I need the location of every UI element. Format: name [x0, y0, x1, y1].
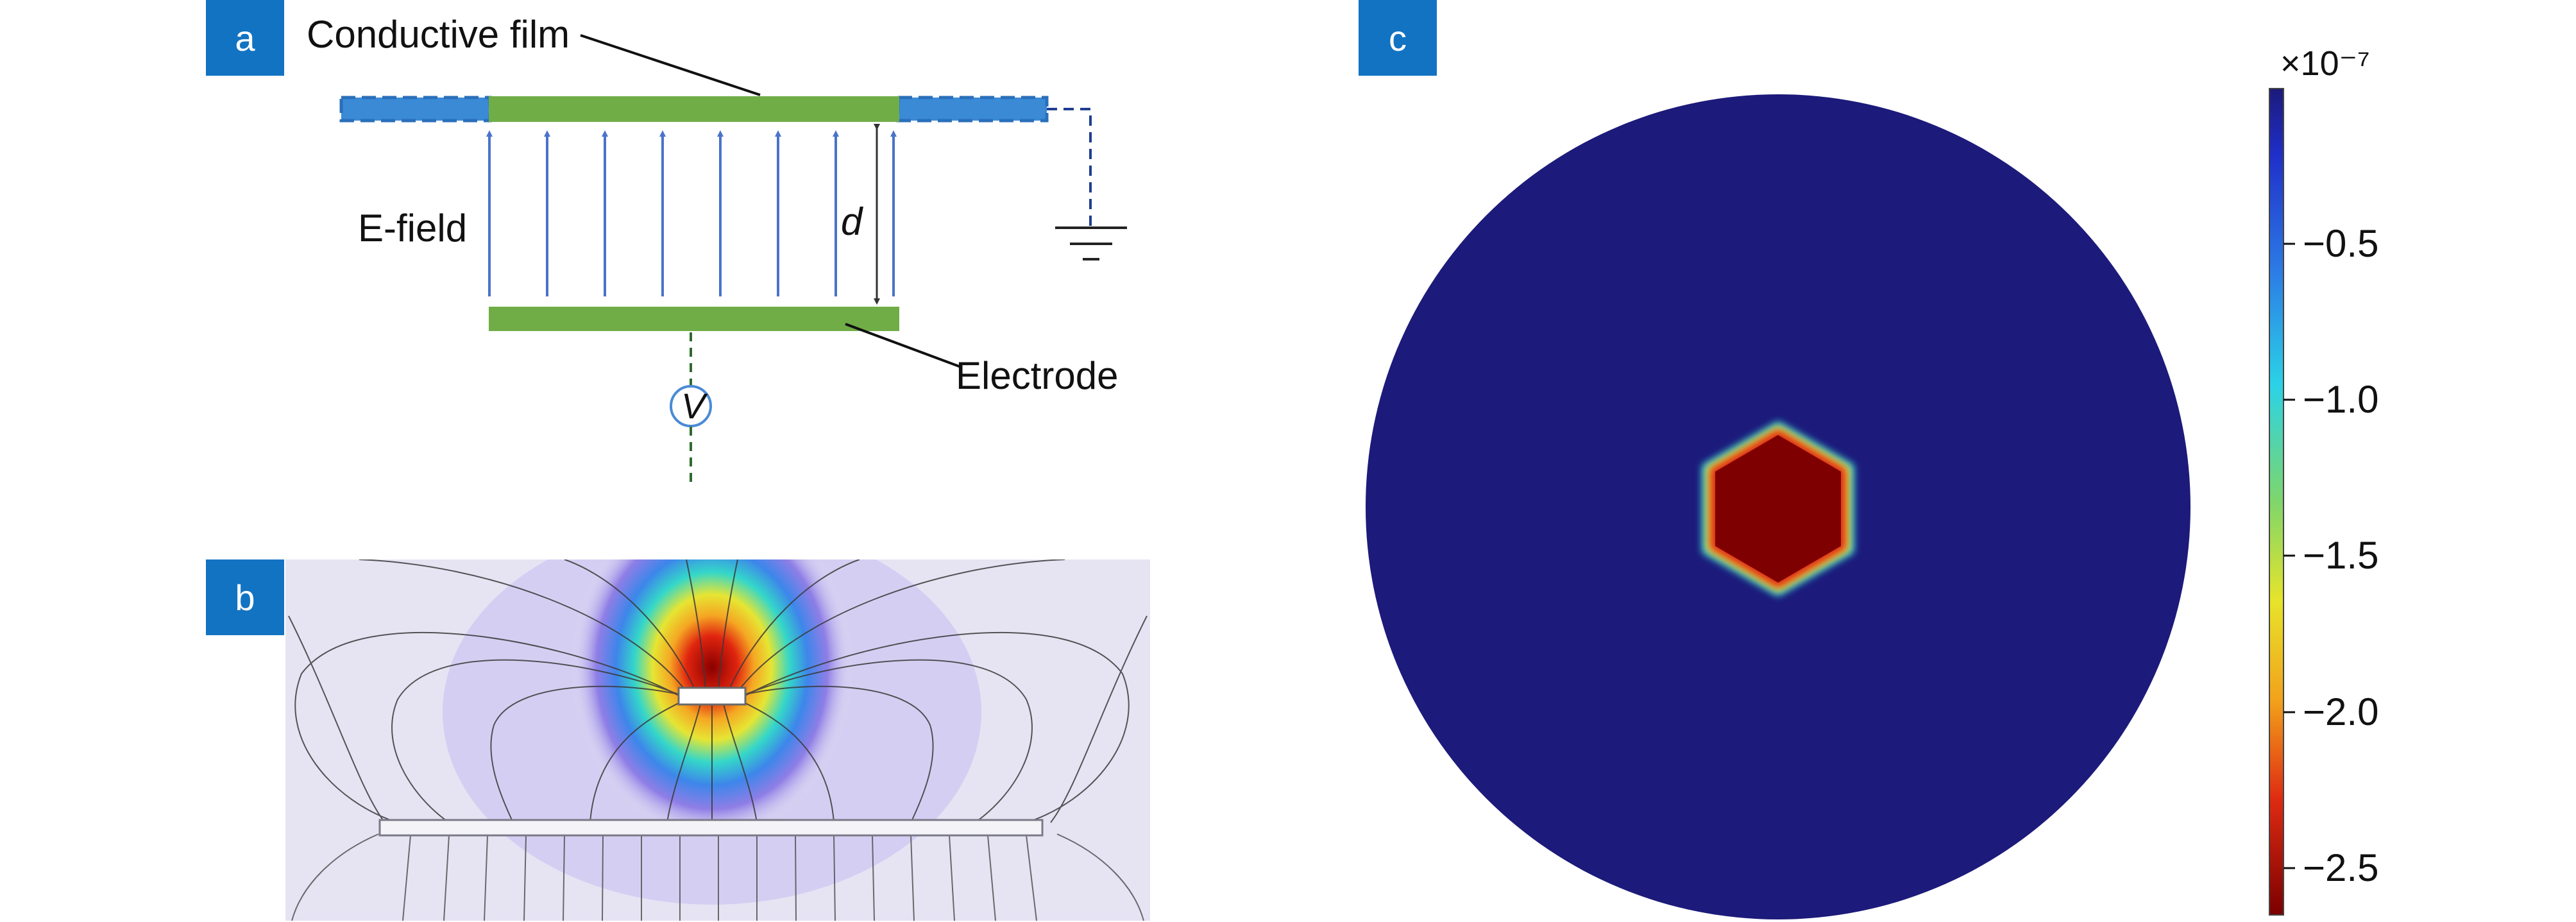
electrode-leader-line [845, 323, 962, 368]
field-line [359, 559, 687, 692]
film-left-dashed [339, 96, 492, 123]
field-line [484, 835, 488, 921]
conductive-film [489, 96, 899, 122]
field-lines [288, 559, 1148, 823]
field-line [795, 835, 797, 921]
electrode [489, 307, 899, 331]
colorbar-tick-label: −0.5 [2303, 222, 2379, 265]
colorbar-tick-label: −1.0 [2303, 378, 2379, 421]
field-line [294, 631, 681, 823]
field-line [872, 835, 875, 921]
film-leader-line [580, 34, 761, 96]
electrode-plate [378, 819, 1044, 837]
panel-b [285, 559, 1150, 921]
field-line [402, 835, 411, 921]
hexagon-core [1715, 435, 1841, 583]
colorbar-tick-label: −2.5 [2303, 846, 2379, 889]
field-line [288, 615, 386, 823]
field-line [1026, 835, 1037, 921]
field-line [727, 559, 860, 692]
field-line [563, 835, 565, 921]
film-right-dashed [896, 96, 1049, 123]
colorbar-tick-label: −1.5 [2303, 534, 2379, 577]
panel-a [339, 34, 1127, 482]
field-line [740, 659, 1033, 823]
lower-field-lines [291, 833, 1144, 921]
electrode-label: Electrode [956, 354, 1119, 397]
field-line [721, 696, 758, 823]
distance-label: d [841, 200, 863, 243]
panel-a-badge: a [206, 0, 284, 76]
voltmeter-icon [670, 385, 712, 427]
conductive-film-label: Conductive film [307, 13, 570, 56]
panel-b-badge: b [206, 559, 284, 635]
field-line [443, 835, 450, 921]
field-line [1056, 833, 1144, 921]
field-line [666, 696, 703, 823]
field-line [718, 559, 738, 692]
field-line [949, 835, 955, 921]
colorbar [2269, 88, 2284, 916]
field-line [743, 631, 1130, 823]
field-line [490, 685, 687, 823]
panel-c [1366, 88, 2295, 919]
e-field-label: E-field [358, 207, 468, 250]
panel-c-badge: c [1359, 0, 1437, 76]
colorbar-ticks [2284, 243, 2295, 869]
field-line [523, 835, 527, 921]
field-line [737, 685, 934, 823]
e-field-arrows [486, 130, 897, 296]
field-line [391, 659, 684, 823]
field-line [737, 559, 1065, 692]
field-line [686, 559, 706, 692]
field-line [564, 559, 697, 692]
ground-wire [1047, 108, 1092, 226]
colorbar-tick-label: −2.0 [2303, 690, 2379, 733]
colorbar-exponent-label: ×10⁻⁷ [2280, 44, 2370, 83]
field-line [602, 835, 604, 921]
voltage-label: V [681, 386, 706, 426]
field-line [1050, 615, 1148, 823]
field-line [833, 835, 836, 921]
field-line [910, 835, 915, 921]
film-sample [677, 687, 747, 706]
field-line [291, 833, 379, 921]
field-line [987, 835, 996, 921]
ground-icon [1055, 226, 1127, 260]
